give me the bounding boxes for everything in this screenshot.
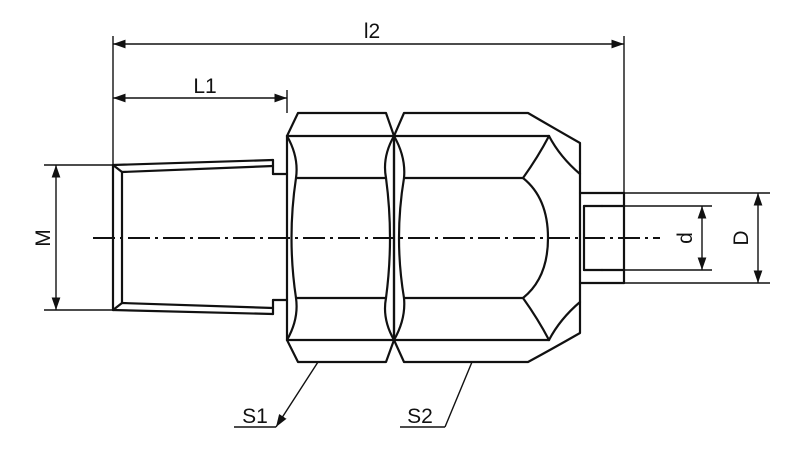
label-d-small: d xyxy=(674,232,697,244)
threaded-male-end xyxy=(111,158,289,316)
label-s1: S1 xyxy=(242,405,268,428)
extension-lines xyxy=(44,36,770,311)
label-m: M xyxy=(32,229,55,247)
label-s2: S2 xyxy=(407,405,433,428)
label-l2: l2 xyxy=(364,20,380,43)
leader-s1 xyxy=(275,361,319,428)
hex-nut-s1 xyxy=(285,111,396,364)
label-l1: L1 xyxy=(193,75,216,98)
label-d-large: D xyxy=(730,230,753,245)
union-nut-s2 xyxy=(392,111,582,364)
leader-s2 xyxy=(444,361,473,428)
